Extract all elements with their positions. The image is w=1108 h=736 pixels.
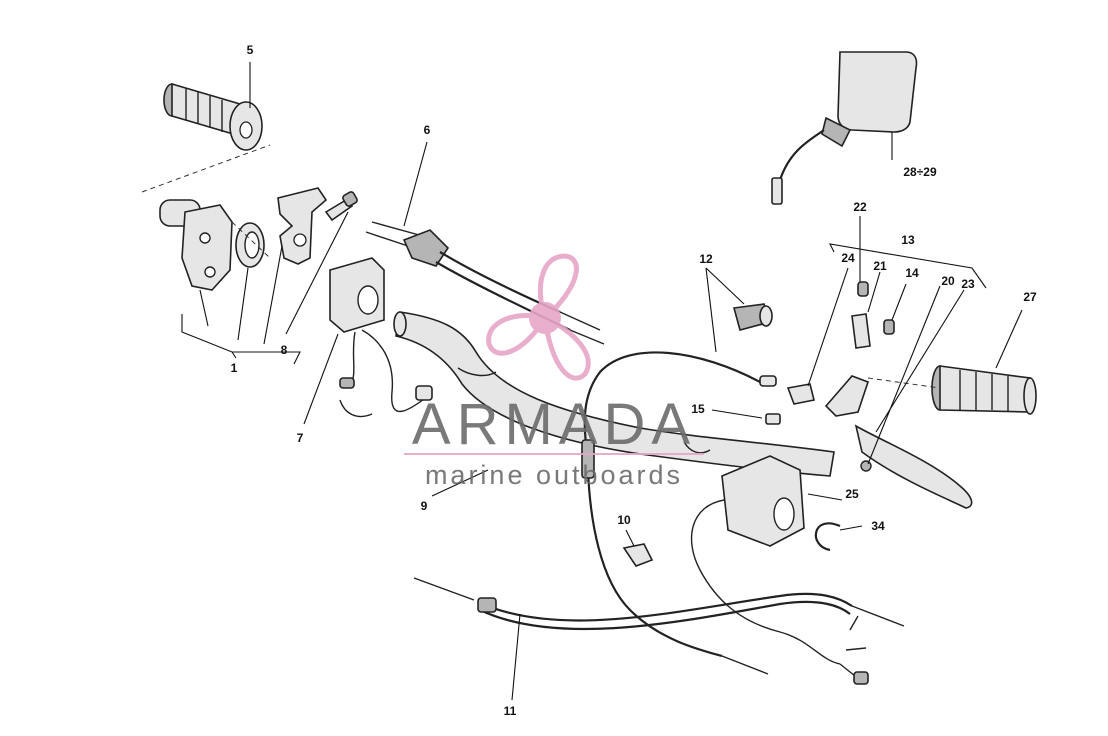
propeller-logo-icon: [486, 253, 591, 381]
watermark-brand: ARMADA: [412, 392, 696, 457]
callout-23: 23: [961, 277, 975, 291]
callout-20: 20: [941, 274, 955, 288]
callout-7: 7: [297, 431, 304, 445]
callout-labels: 5 6 1 8 7 9 12 15 10 11 25 34 27 28÷29 2…: [231, 43, 1037, 718]
throttle-grip-part: [159, 199, 265, 291]
callout-34: 34: [871, 519, 885, 533]
callout-10: 10: [617, 513, 631, 527]
clamp-screw-part: [324, 191, 358, 222]
handlebar-part: [393, 311, 835, 477]
clutch-cable-part: [581, 351, 777, 675]
cable-clip-part: [622, 543, 654, 567]
callout-24: 24: [841, 251, 855, 265]
callout-5: 5: [247, 43, 254, 57]
callout-28-29: 28÷29: [903, 165, 937, 179]
callout-6: 6: [424, 123, 431, 137]
callout-1: 1: [231, 361, 238, 375]
mirror-part: [771, 51, 918, 205]
callout-21: 21: [873, 259, 887, 273]
rubber-grip-right-part: [931, 365, 1037, 415]
watermark-tagline: marine outboards: [425, 460, 683, 490]
leader-lines: [181, 62, 1023, 701]
cable-boot-part: [732, 303, 773, 331]
callout-13: 13: [901, 233, 915, 247]
callout-8: 8: [281, 343, 288, 357]
right-switch-part: [690, 455, 869, 685]
retaining-clip-part: [814, 522, 841, 552]
callout-27: 27: [1023, 290, 1037, 304]
left-switch-part: [329, 257, 433, 418]
grip-clamp-part: [277, 187, 328, 265]
callout-14: 14: [905, 266, 919, 280]
clutch-lever-part: [786, 281, 973, 509]
watermark: ARMADA marine outboards: [404, 253, 704, 490]
rubber-grip-left-part: [163, 82, 263, 151]
callout-22: 22: [853, 200, 867, 214]
lower-cable-part: [413, 577, 905, 631]
callout-25: 25: [845, 487, 859, 501]
callout-12: 12: [699, 252, 713, 266]
callout-11: 11: [504, 704, 517, 718]
callout-9: 9: [421, 499, 428, 513]
callout-15: 15: [691, 402, 705, 416]
connector-part: [765, 413, 781, 425]
